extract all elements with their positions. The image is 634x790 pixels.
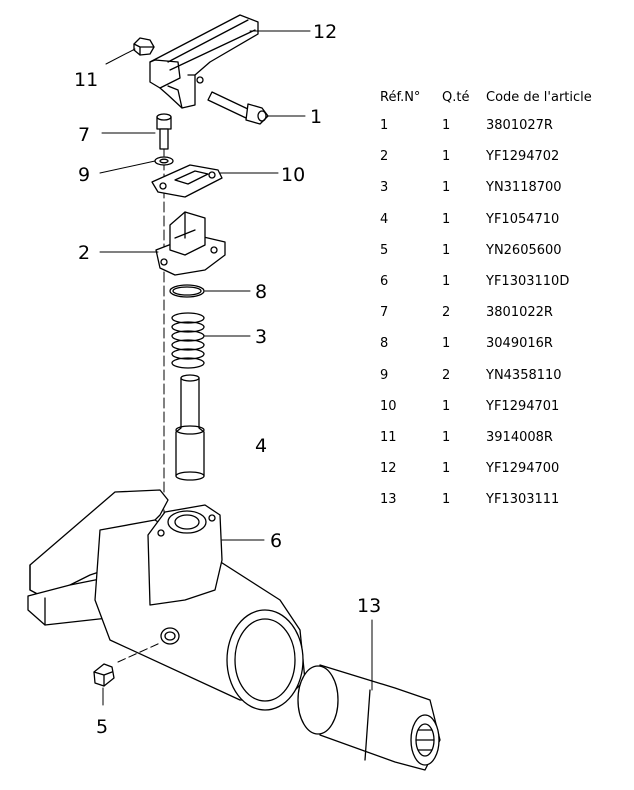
cell-qty: 1	[442, 398, 451, 414]
cell-code: YN3118700	[486, 180, 562, 196]
header-qty: Q.té	[442, 89, 470, 105]
callout-4: 4	[255, 435, 267, 457]
cell-code: YF1303111	[486, 492, 560, 508]
header-code: Code de l'article	[486, 89, 592, 105]
callout-labels: 12 11 1 7 9 10 2 8 3 4 6 13 5	[74, 21, 381, 738]
cell-ref: 10	[380, 398, 397, 414]
table-row: 10 1 YF1294701	[380, 391, 592, 422]
table-row: 7 2 3801022R	[380, 297, 592, 328]
cell-code: YF1294701	[486, 398, 560, 414]
cell-code: 3914008R	[486, 429, 553, 445]
table-row: 5 1 YN2605600	[380, 235, 592, 266]
callout-7: 7	[78, 124, 90, 146]
cell-code: YF1294702	[486, 149, 560, 165]
cell-ref: 9	[380, 367, 389, 383]
cell-code: 3049016R	[486, 336, 553, 352]
cell-ref: 8	[380, 336, 389, 352]
cell-qty: 1	[442, 336, 451, 352]
part-8-o-ring	[169, 284, 205, 298]
cell-qty: 2	[442, 305, 451, 321]
part-2-valve-body	[155, 211, 226, 276]
cell-qty: 1	[442, 429, 451, 445]
part-12-bracket	[149, 14, 259, 109]
cell-ref: 6	[380, 274, 389, 290]
cell-qty: 1	[442, 149, 451, 165]
cell-code: 3801027R	[486, 118, 553, 134]
header-ref: Réf.N°	[380, 89, 421, 105]
part-3-spring	[171, 312, 205, 369]
parts-table-header-row: Réf.N° Q.té Code de l'article	[380, 84, 592, 110]
callout-10: 10	[281, 164, 305, 186]
cell-ref: 5	[380, 242, 389, 258]
callout-12: 12	[313, 21, 337, 43]
table-row: 13 1 YF1303111	[380, 484, 592, 515]
cell-code: YN2605600	[486, 242, 562, 258]
cell-ref: 12	[380, 461, 397, 477]
part-11-nut	[133, 37, 155, 56]
table-row: 6 1 YF1303110D	[380, 266, 592, 297]
cell-ref: 7	[380, 305, 389, 321]
cell-qty: 1	[442, 118, 451, 134]
cell-qty: 1	[442, 242, 451, 258]
callout-3: 3	[255, 326, 267, 348]
cell-qty: 1	[442, 461, 451, 477]
cell-qty: 1	[442, 274, 451, 290]
callout-6: 6	[270, 530, 282, 552]
cell-ref: 13	[380, 492, 397, 508]
callout-13: 13	[357, 595, 381, 617]
cell-ref: 2	[380, 149, 389, 165]
callout-5: 5	[96, 716, 108, 738]
part-13-shaft-sleeve	[297, 664, 441, 771]
part-5-plug	[93, 663, 115, 687]
part-10-gasket	[151, 164, 223, 198]
cell-ref: 1	[380, 118, 389, 134]
cell-code: YF1303110D	[486, 274, 570, 290]
cell-qty: 1	[442, 180, 451, 196]
cell-code: YF1294700	[486, 461, 560, 477]
table-row: 3 1 YN3118700	[380, 172, 592, 203]
table-row: 9 2 YN4358110	[380, 360, 592, 391]
part-7-screw	[156, 113, 172, 150]
table-row: 2 1 YF1294702	[380, 141, 592, 172]
part-6-housing	[27, 489, 306, 711]
cell-code: YF1054710	[486, 211, 560, 227]
cell-qty: 1	[442, 492, 451, 508]
cell-ref: 4	[380, 211, 389, 227]
cell-code: YN4358110	[486, 367, 562, 383]
callout-1: 1	[310, 106, 322, 128]
callout-11: 11	[74, 69, 98, 91]
callout-8: 8	[255, 281, 267, 303]
cell-ref: 3	[380, 180, 389, 196]
cell-code: 3801022R	[486, 305, 553, 321]
table-row: 4 1 YF1054710	[380, 204, 592, 235]
leader-lines	[99, 30, 373, 706]
part-9-washer	[154, 156, 174, 166]
table-row: 8 1 3049016R	[380, 328, 592, 359]
table-row: 1 1 3801027R	[380, 110, 592, 141]
callout-9: 9	[78, 164, 90, 186]
part-1-bolt	[207, 91, 269, 125]
cell-qty: 2	[442, 367, 451, 383]
callout-2: 2	[78, 242, 90, 264]
cell-ref: 11	[380, 429, 397, 445]
cell-qty: 1	[442, 211, 451, 227]
table-row: 12 1 YF1294700	[380, 453, 592, 484]
part-4-piston	[175, 374, 205, 481]
